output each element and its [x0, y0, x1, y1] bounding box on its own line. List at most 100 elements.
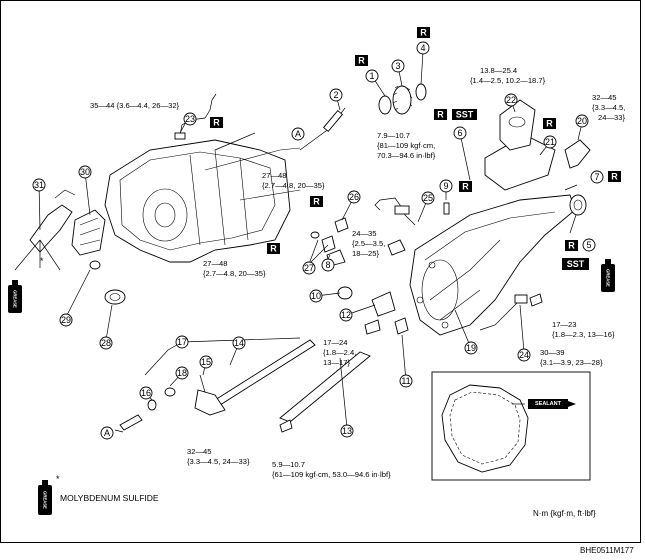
callout-14: 14 — [234, 338, 244, 348]
grease-can-legend: GREASE — [38, 480, 52, 515]
neutral-switch — [394, 205, 410, 215]
torque-17-24-line3: 13—17} — [323, 358, 350, 367]
torque-27-48-upper-line2: {2.7—4.8, 20—35} — [262, 181, 325, 190]
r-badge-21 — [543, 118, 556, 129]
grease-label-left: GREASE — [13, 290, 18, 308]
callout-9: 9 — [443, 181, 448, 191]
torque-32-45-right-line1: 32—45 — [592, 93, 617, 102]
callout-17: 17 — [177, 337, 187, 347]
sealant-tube — [528, 399, 568, 409]
r-badge-7-text: R — [611, 172, 618, 182]
callout-23: 23 — [185, 114, 195, 124]
grease-can-left: GREASE — [8, 280, 22, 313]
part-12 — [371, 291, 396, 317]
extension-housing — [409, 194, 576, 336]
torque-30-39-line1: 30—39 — [540, 348, 565, 357]
callout-a-upper: A — [295, 129, 301, 139]
callout-1: 1 — [369, 71, 374, 81]
r-badge-5 — [565, 240, 578, 251]
callout-6: 6 — [457, 128, 462, 138]
r-badge-4 — [417, 27, 430, 38]
callout-12: 12 — [341, 310, 351, 320]
torque-32-45-left-line1: 32—45 — [187, 447, 212, 456]
torque-7-9-line1: 7.9—10.7 — [377, 131, 410, 140]
r-badge-27-text: R — [270, 244, 277, 254]
callout-31: 31 — [34, 180, 44, 190]
callout-25: 25 — [423, 193, 433, 203]
callout-30: 30 — [80, 167, 90, 177]
sst-badge-6-text: SST — [456, 110, 474, 120]
plug-lower — [321, 235, 336, 253]
units-note: N·m {kgf·m, ft·lbf} — [533, 509, 596, 518]
r-badges: R R R R SST R R R R R R SST — [210, 27, 621, 270]
torque-32-45-right-line2: {3.3—4.5, — [592, 103, 625, 112]
callout-26: 26 — [349, 192, 359, 202]
sensor-bolt — [529, 293, 543, 307]
torque-17-23-line2: {1.8—2.3, 13—16} — [552, 330, 615, 339]
gasket-outline — [441, 384, 529, 473]
figure-code: BHE0511M177 — [580, 546, 634, 555]
legend-molybdenum: MOLYBDENUM SULFIDE — [60, 493, 159, 503]
bolt — [364, 319, 381, 335]
callout-a-lower: A — [104, 428, 110, 438]
part-18 — [164, 387, 176, 397]
r-badge-9 — [459, 181, 472, 192]
callout-20: 20 — [577, 116, 587, 126]
r-badge-1-text: R — [358, 56, 365, 66]
grease-label-legend: GREASE — [43, 491, 48, 509]
shift-lever-retainer — [499, 99, 536, 151]
sst-badge-5 — [562, 258, 589, 270]
callout-2: 2 — [333, 90, 338, 100]
callout-10: 10 — [311, 291, 321, 301]
torque-24-35-line1: 24—35 — [352, 229, 377, 238]
bushing — [337, 286, 353, 300]
bearing — [415, 83, 427, 101]
torque-30-39-line2: {3.1—3.9, 23—28} — [540, 358, 603, 367]
sealant-inset — [431, 371, 591, 481]
callout-19: 19 — [466, 343, 476, 353]
sealant-label: SEALANT — [535, 401, 562, 407]
torque-27-48-lower-line2: {2.7—4.8, 20—35} — [203, 269, 266, 278]
r-badge-9-text: R — [462, 182, 469, 192]
control-lever — [564, 139, 591, 169]
shift-fork-end — [194, 389, 226, 416]
diagram-frame — [0, 0, 641, 543]
torque-24-35-line3: 18—25} — [352, 249, 379, 258]
sst-badge-6 — [452, 109, 477, 120]
r-badge-6 — [434, 109, 447, 120]
torque-27-48-lower-line1: 27—48 — [203, 259, 228, 268]
r-badge-7 — [608, 171, 621, 182]
part-11 — [394, 317, 409, 335]
torque-17-23-line1: 17—23 — [552, 320, 577, 329]
oil-seal — [569, 194, 587, 216]
asterisk-legend: * — [56, 474, 60, 484]
callout-22: 22 — [506, 95, 516, 105]
r-badge-6-text: R — [437, 110, 444, 120]
torque-35-44: 35—44 {3.6—4.4, 26—32} — [90, 101, 180, 110]
pivot — [89, 260, 101, 270]
torque-7-9-line3: 70.3—94.6 in·lbf} — [377, 151, 436, 160]
torque-7-9-line2: {81—109 kgf·cm, — [377, 141, 435, 150]
torque-32-45-left-line2: {3.3—4.5, 24—33} — [187, 457, 250, 466]
callout-27: 27 — [304, 263, 314, 273]
leader-lines — [14, 51, 583, 433]
torque-27-48-upper-line1: 27—48 — [262, 171, 287, 180]
r-badge-23 — [210, 117, 223, 128]
pin-a — [119, 414, 143, 431]
r-badge-27 — [267, 243, 280, 254]
torque-17-24-line1: 17—24 — [323, 338, 348, 347]
callout-8: 8 — [325, 260, 330, 270]
r-badge-23-text: R — [213, 118, 220, 128]
r-badge-5-text: R — [568, 241, 575, 251]
torque-32-45-right-line3: 24—33} — [598, 113, 625, 122]
callout-21: 21 — [545, 137, 555, 147]
sensor — [174, 132, 186, 140]
plug-washer — [310, 231, 320, 239]
shift-rod-lower — [279, 351, 371, 423]
callout-11: 11 — [401, 376, 410, 386]
callout-18: 18 — [177, 368, 187, 378]
mainshaft-end — [322, 110, 344, 132]
sensor-9 — [443, 202, 450, 215]
grease-label-right: GREASE — [606, 269, 611, 287]
